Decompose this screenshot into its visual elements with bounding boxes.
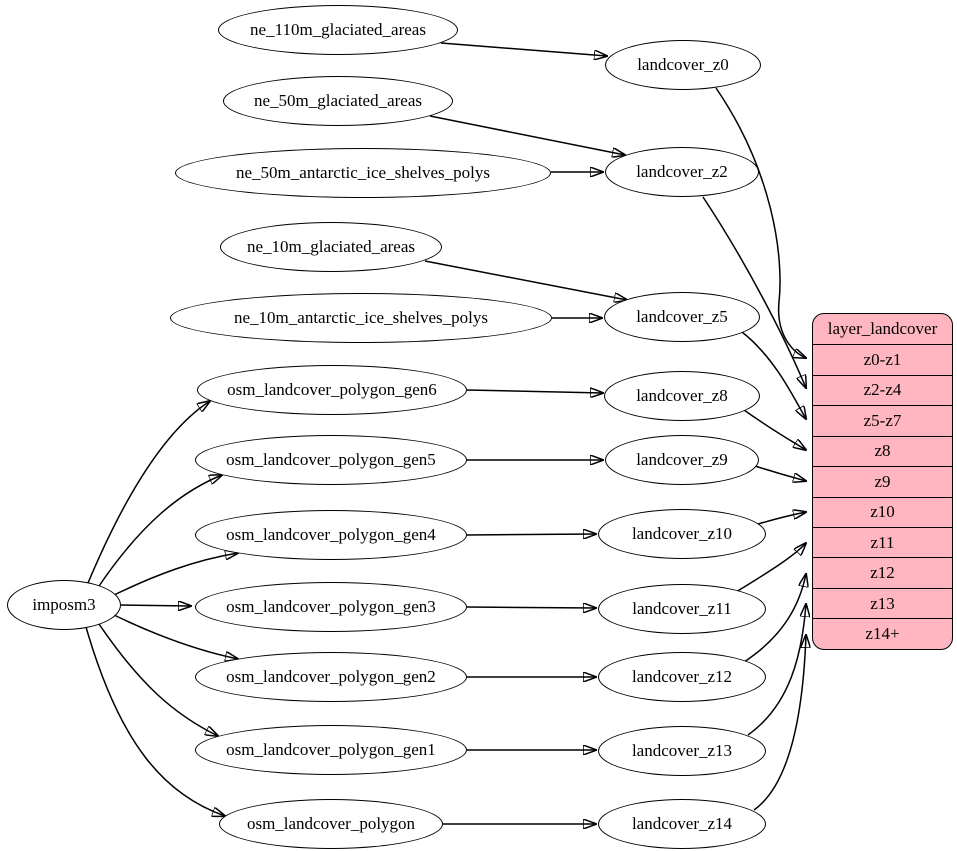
edge-imposm3-to-gen6 xyxy=(87,401,210,584)
edge-ne10m-glaciated-to-z5 xyxy=(424,260,627,300)
node-ne-10m-glaciated-areas: ne_10m_glaciated_areas xyxy=(220,222,442,272)
node-osm-landcover-polygon-gen4: osm_landcover_polygon_gen4 xyxy=(195,510,467,560)
edge-z2-to-row-z2-z4 xyxy=(702,196,806,388)
edge-imposm3-to-gen2 xyxy=(111,613,238,659)
node-landcover-z0: landcover_z0 xyxy=(605,40,761,90)
edge-imposm3-to-gen3 xyxy=(120,605,191,606)
edge-z5-to-row-z5-z7 xyxy=(741,331,806,419)
node-landcover-z5: landcover_z5 xyxy=(604,292,760,342)
table-layer-landcover: layer_landcover z0-z1 z2-z4 z5-z7 z8 z9 … xyxy=(812,313,953,650)
node-landcover-z13: landcover_z13 xyxy=(598,726,766,776)
node-osm-landcover-polygon-gen3: osm_landcover_polygon_gen3 xyxy=(195,582,467,632)
edge-ne110m-to-z0 xyxy=(440,42,607,56)
table-row-z14plus: z14+ xyxy=(813,618,952,648)
table-row-z8: z8 xyxy=(813,435,952,466)
edge-z11-to-row-z11 xyxy=(735,543,806,593)
table-row-z11: z11 xyxy=(813,526,952,557)
table-row-z10: z10 xyxy=(813,496,952,527)
edge-z10-to-row-z10 xyxy=(757,512,806,525)
node-osm-landcover-polygon-gen5: osm_landcover_polygon_gen5 xyxy=(195,435,467,485)
node-osm-landcover-polygon: osm_landcover_polygon xyxy=(219,799,443,849)
node-landcover-z8: landcover_z8 xyxy=(604,371,760,421)
table-row-z12: z12 xyxy=(813,557,952,587)
table-row-z13: z13 xyxy=(813,587,952,618)
node-landcover-z12: landcover_z12 xyxy=(598,652,766,702)
table-row-z5-z7: z5-z7 xyxy=(813,405,952,435)
edge-ne50m-glaciated-to-z2 xyxy=(429,115,625,155)
edge-z12-to-row-z12 xyxy=(743,574,806,663)
node-ne-50m-antarctic-ice-shelves-polys: ne_50m_antarctic_ice_shelves_polys xyxy=(175,148,551,198)
edge-gen6-to-z8 xyxy=(466,390,603,393)
node-ne-50m-glaciated-areas: ne_50m_glaciated_areas xyxy=(223,76,453,126)
edge-z8-to-row-z8 xyxy=(743,409,806,450)
node-ne-110m-glaciated-areas: ne_110m_glaciated_areas xyxy=(218,5,458,55)
node-ne-10m-antarctic-ice-shelves-polys: ne_10m_antarctic_ice_shelves_polys xyxy=(170,293,552,343)
edge-z0-to-row-z0-z1 xyxy=(715,87,806,358)
edge-z14-to-row-z14plus xyxy=(753,635,806,811)
node-landcover-z14: landcover_z14 xyxy=(598,799,766,849)
node-landcover-z9: landcover_z9 xyxy=(605,435,759,485)
edge-gen3-to-z11 xyxy=(466,607,596,608)
edge-gen4-to-z10 xyxy=(466,534,596,535)
node-landcover-z10: landcover_z10 xyxy=(598,509,766,559)
edge-imposm3-to-gen4 xyxy=(111,553,238,597)
node-osm-landcover-polygon-gen6: osm_landcover_polygon_gen6 xyxy=(197,365,467,415)
node-osm-landcover-polygon-gen1: osm_landcover_polygon_gen1 xyxy=(195,725,467,775)
edge-z13-to-row-z13 xyxy=(747,604,806,736)
edge-imposm3-to-polygon xyxy=(85,626,225,816)
table-row-z0-z1: z0-z1 xyxy=(813,344,952,374)
node-imposm3: imposm3 xyxy=(7,580,121,630)
edge-z9-to-row-z9 xyxy=(754,465,806,481)
edge-imposm3-to-gen1 xyxy=(96,620,218,736)
node-osm-landcover-polygon-gen2: osm_landcover_polygon_gen2 xyxy=(195,652,467,702)
table-row-z9: z9 xyxy=(813,466,952,496)
node-landcover-z2: landcover_z2 xyxy=(605,147,759,197)
table-row-z2-z4: z2-z4 xyxy=(813,374,952,405)
table-title: layer_landcover xyxy=(827,319,938,339)
edge-imposm3-to-gen5 xyxy=(96,475,222,590)
node-landcover-z11: landcover_z11 xyxy=(598,584,766,634)
